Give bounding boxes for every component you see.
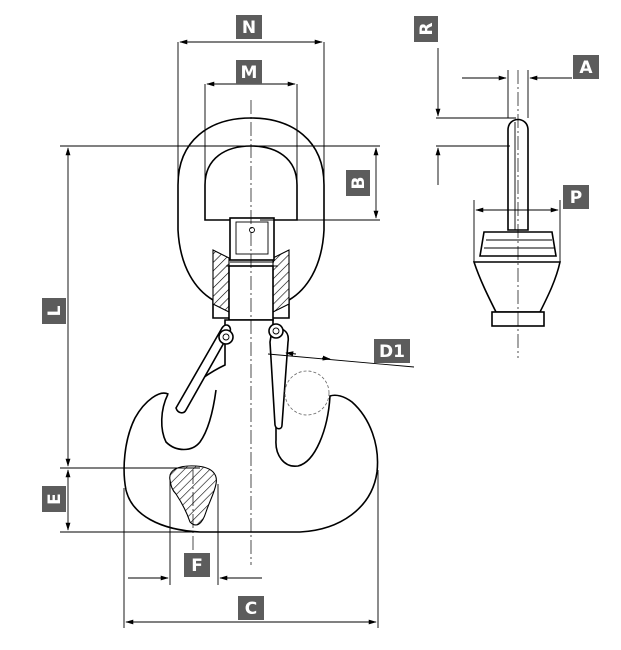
label-M: M xyxy=(236,60,262,84)
collar-section-left xyxy=(212,249,230,313)
svg-text:C: C xyxy=(245,599,257,619)
svg-text:N: N xyxy=(242,18,256,38)
label-P: P xyxy=(563,185,589,209)
svg-text:D1: D1 xyxy=(379,342,405,362)
label-L: L xyxy=(42,298,66,324)
side-body xyxy=(472,261,561,313)
latch-pivot-left xyxy=(218,329,234,345)
svg-text:R: R xyxy=(417,22,437,35)
front-view xyxy=(123,100,379,565)
label-B: B xyxy=(346,170,370,196)
swivel-nut-inner xyxy=(235,221,269,255)
label-N: N xyxy=(236,15,262,39)
label-R: R xyxy=(414,16,438,42)
load-diameter-circle xyxy=(284,370,330,416)
dimensions-side xyxy=(435,48,572,262)
svg-text:P: P xyxy=(570,188,582,208)
svg-text:L: L xyxy=(45,305,65,316)
nut-pin-hole xyxy=(249,227,255,233)
label-A: A xyxy=(573,55,599,79)
svg-text:E: E xyxy=(45,493,65,505)
latch-pivot-right xyxy=(268,323,284,339)
swivel-nut xyxy=(229,217,275,261)
label-C: C xyxy=(238,596,264,620)
side-nut xyxy=(479,231,557,257)
label-E: E xyxy=(42,486,66,512)
svg-text:B: B xyxy=(349,177,369,190)
side-view xyxy=(472,70,561,358)
hook-inner-left xyxy=(160,389,217,451)
svg-text:A: A xyxy=(579,58,593,78)
dimensions-front xyxy=(60,39,415,628)
svg-text:F: F xyxy=(191,556,203,576)
side-eye xyxy=(507,118,529,231)
label-F: F xyxy=(184,553,210,577)
collar-section-right xyxy=(272,249,290,313)
svg-text:M: M xyxy=(241,63,258,83)
label-D1: D1 xyxy=(374,339,410,363)
